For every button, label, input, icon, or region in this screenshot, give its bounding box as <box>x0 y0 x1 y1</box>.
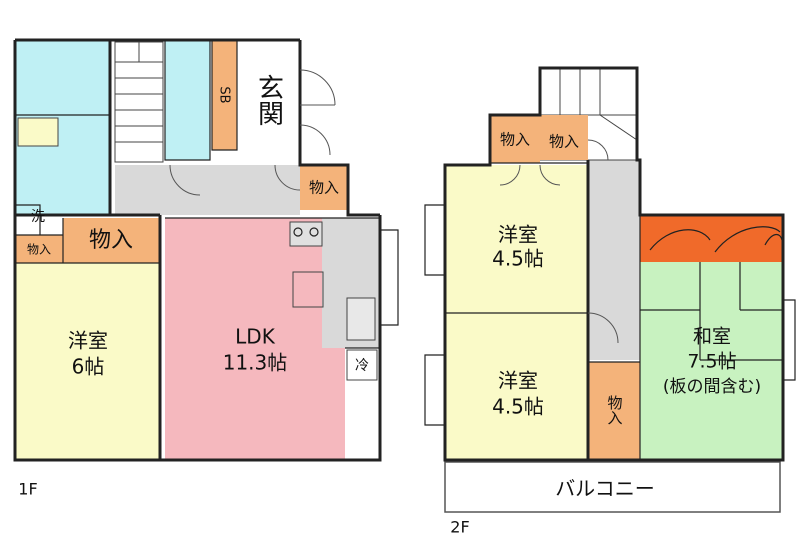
genkan-label: 玄関 <box>254 74 284 126</box>
washitsu-size: 7.5帖 <box>687 351 736 373</box>
sink <box>346 297 376 341</box>
closet-small <box>15 235 63 263</box>
corridor-second <box>588 160 640 360</box>
youshitsu-lower-size: 4.5帖 <box>492 395 544 419</box>
fridge-label: 冷 <box>355 358 369 374</box>
western-room-upper <box>445 165 588 313</box>
youshitsu-upper-size: 4.5帖 <box>492 247 544 271</box>
genkan-area <box>237 40 300 165</box>
stairs-first <box>114 41 164 163</box>
ldk-size: 11.3帖 <box>223 351 288 375</box>
youshitsu-6-label: 洋室 <box>68 329 108 353</box>
dining-table <box>292 271 324 308</box>
closet-a-label: 物入 <box>500 131 530 149</box>
floor-1f-label: 1F <box>18 480 37 499</box>
shoe-box <box>212 40 237 150</box>
sb-label: SB <box>217 86 232 103</box>
closet-side-label: 物入 <box>606 395 624 425</box>
closet-hall <box>300 165 348 210</box>
first-floor: 玄関 SB 物入 洗 物入 物入 洋室 6帖 LDK 11.3帖 冷 1F <box>13 38 399 499</box>
closet-small-label: 物入 <box>27 243 51 257</box>
balcony <box>444 461 781 513</box>
youshitsu-upper-label: 洋室 <box>498 223 538 247</box>
wood-floor-area <box>640 215 783 262</box>
washitsu-note: (板の間含む) <box>663 377 761 397</box>
closet-large-label: 物入 <box>89 228 133 253</box>
western-room-6 <box>15 263 160 460</box>
closet-side <box>588 362 640 460</box>
floor-2f-label: 2F <box>450 518 469 537</box>
wash-basin <box>17 117 59 147</box>
japanese-room <box>640 262 783 460</box>
toilet-room <box>165 40 210 160</box>
ldk-room <box>165 218 345 460</box>
closet-b <box>540 115 588 160</box>
wash-label: 洗 <box>31 209 45 225</box>
stove <box>289 221 323 247</box>
youshitsu-lower-label: 洋室 <box>498 369 538 393</box>
closet-b-label: 物入 <box>549 133 579 151</box>
closet-large <box>63 218 160 263</box>
ldk-label: LDK <box>235 325 276 349</box>
bathroom <box>15 40 110 115</box>
closet-a <box>490 115 540 163</box>
western-room-lower <box>445 313 588 460</box>
closet-hall-label: 物入 <box>309 179 339 197</box>
youshitsu-6-size: 6帖 <box>72 355 105 379</box>
fridge <box>346 349 378 381</box>
washitsu-label: 和室 <box>693 326 731 348</box>
balcony-label: バルコニー <box>555 477 655 501</box>
second-floor: 物入 物入 洋室 4.5帖 洋室 4.5帖 物入 和室 7.5帖 (板の間含む)… <box>424 66 796 537</box>
hall-corridor <box>115 165 300 215</box>
